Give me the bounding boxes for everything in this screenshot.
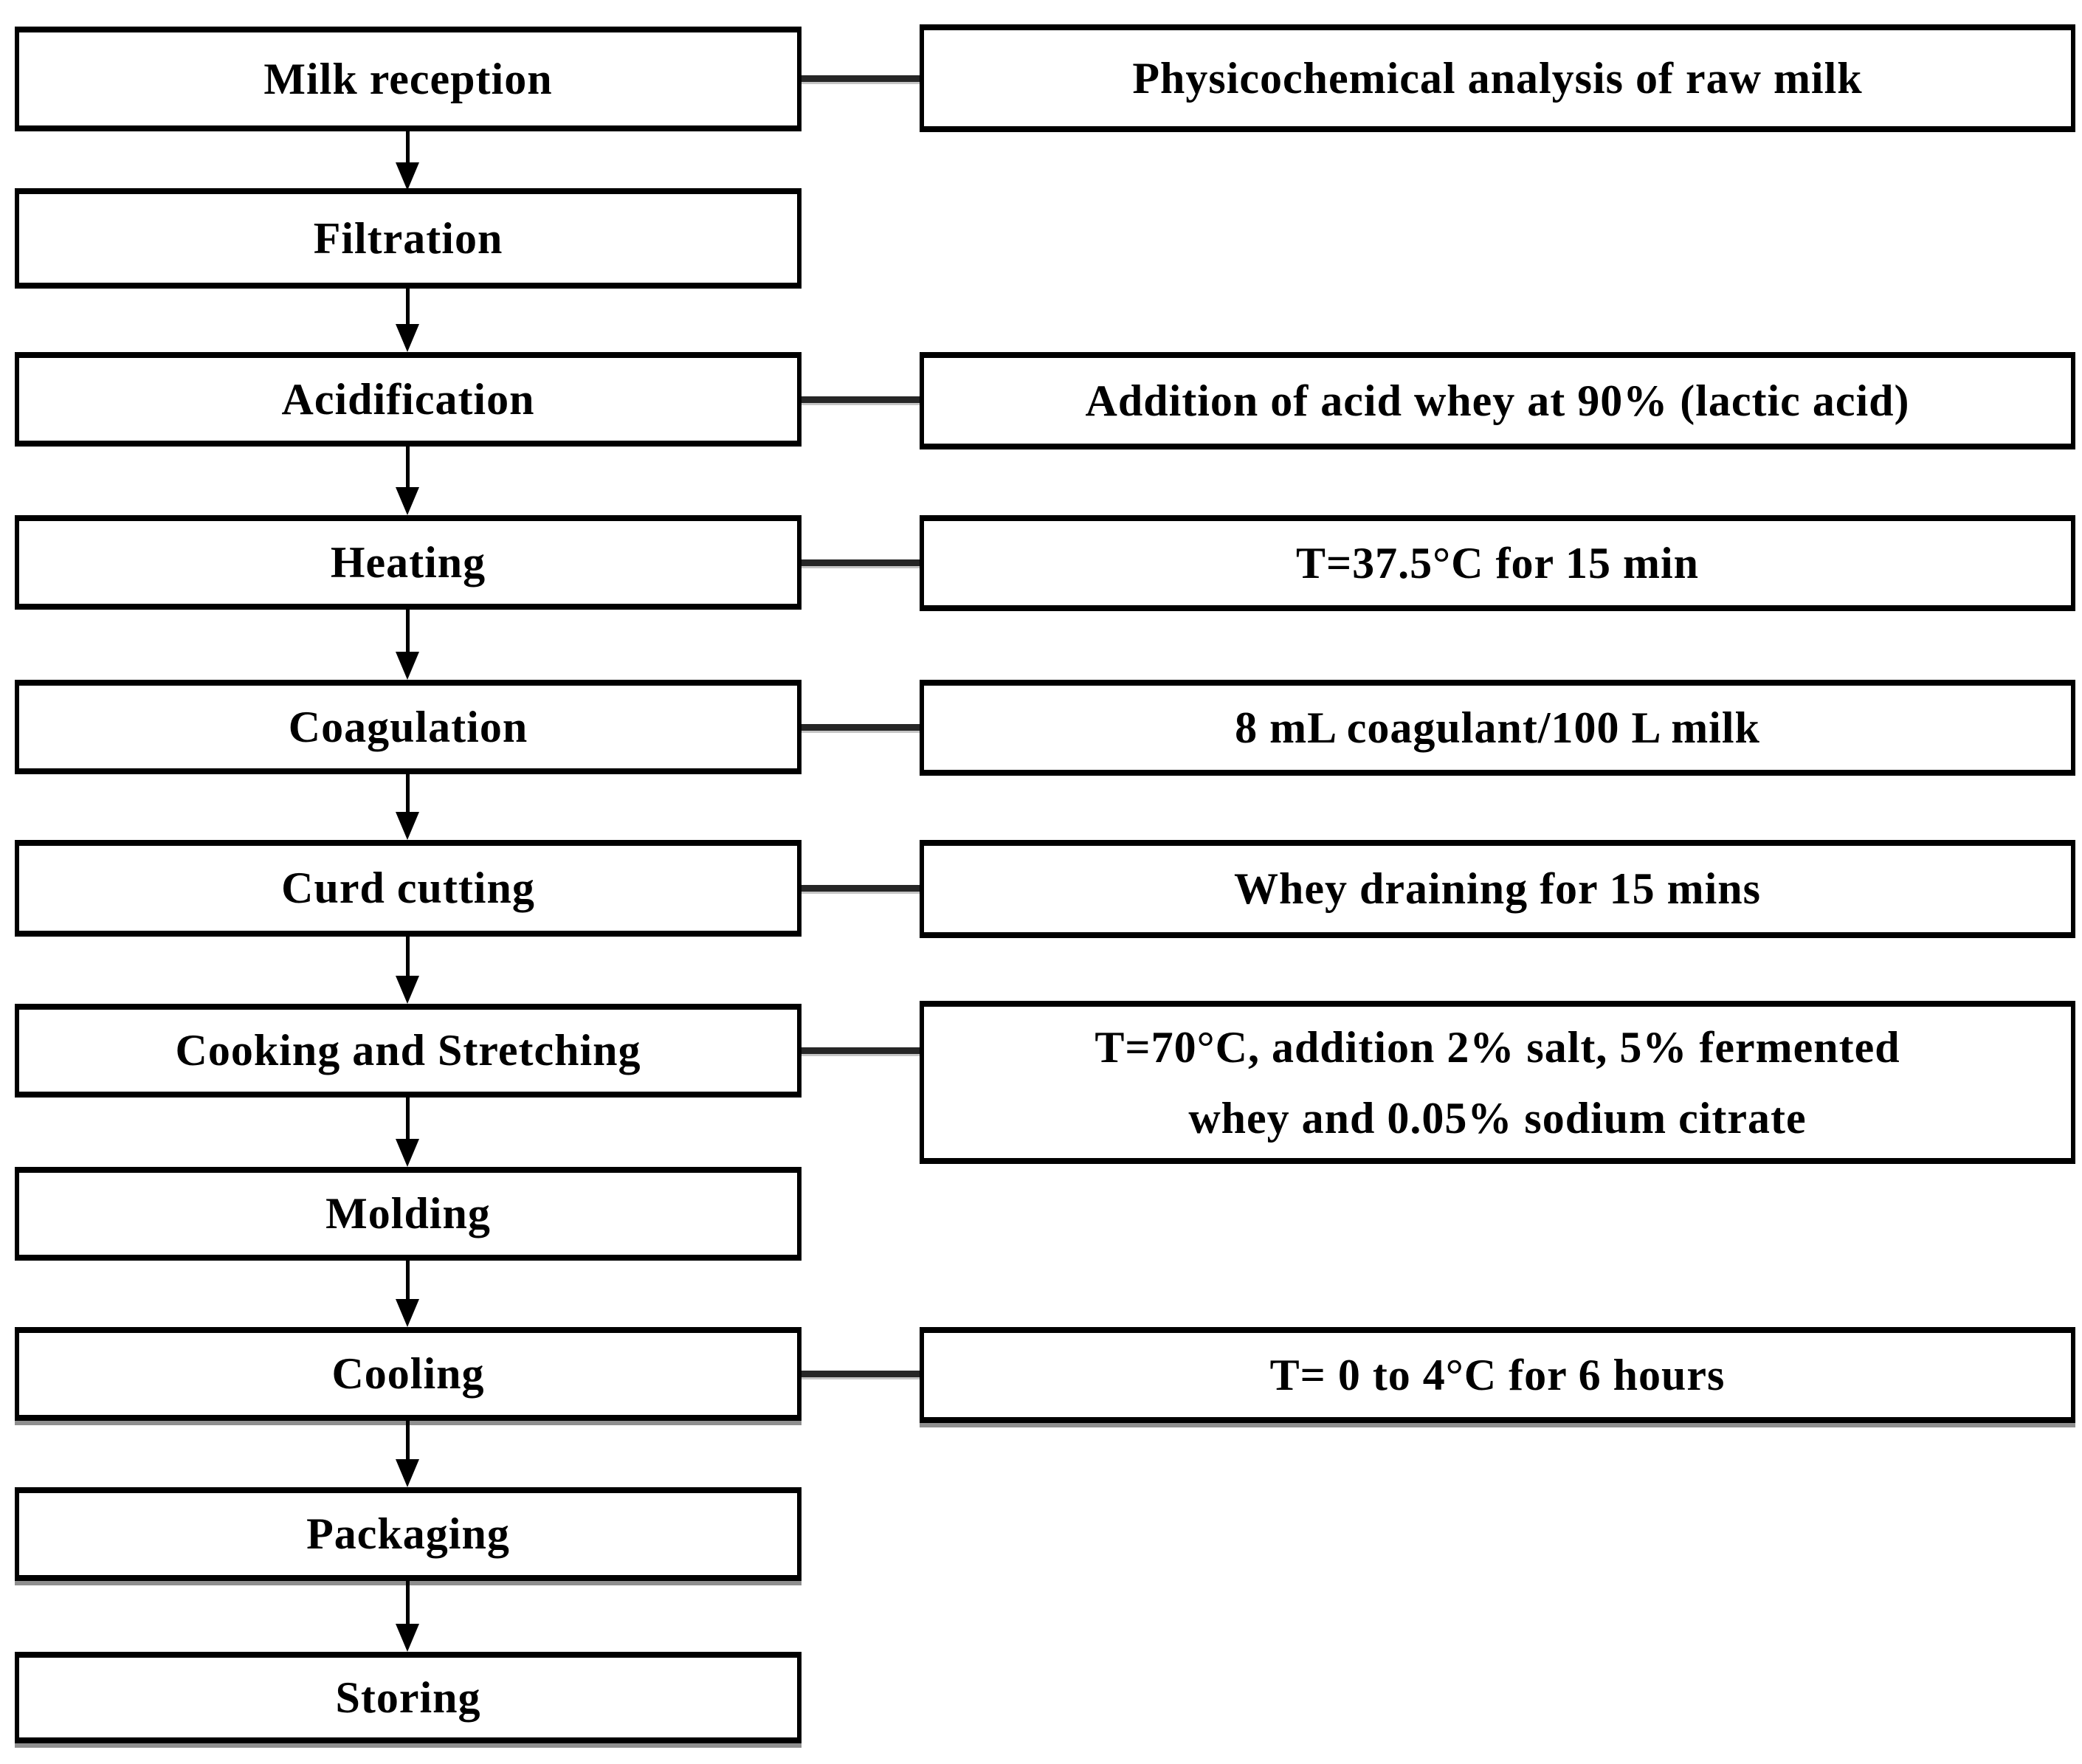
arrow-curd-cutting-to-cooking-and-stretching — [396, 937, 420, 1004]
arrow-heating-to-coagulation — [396, 610, 420, 680]
step-box-milk-reception: Milk reception — [15, 27, 802, 131]
step-box-molding: Molding — [15, 1167, 802, 1261]
annotation-text: T=70°C, addition 2% salt, 5% fermented w… — [1095, 1022, 1900, 1143]
annotation-text: T= 0 to 4°C for 6 hours — [1269, 1350, 1726, 1399]
step-box-storing: Storing — [15, 1652, 802, 1743]
annotation-box-curd-cutting: Whey draining for 15 mins — [920, 840, 2075, 938]
connector-curd-cutting — [802, 885, 920, 892]
step-label: Milk reception — [263, 54, 553, 103]
annotation-box-acidification: Addition of acid whey at 90% (lactic aci… — [920, 352, 2075, 449]
step-label: Molding — [325, 1189, 491, 1238]
step-box-packaging: Packaging — [15, 1487, 802, 1581]
annotation-text: 8 mL coagulant/100 L milk — [1235, 703, 1760, 752]
step-label: Acidification — [281, 374, 535, 424]
arrow-acidification-to-heating — [396, 447, 420, 515]
step-box-acidification: Acidification — [15, 352, 802, 447]
annotation-box-coagulation: 8 mL coagulant/100 L milk — [920, 680, 2075, 776]
annotation-text: Addition of acid whey at 90% (lactic aci… — [1085, 376, 1910, 425]
annotation-text: T=37.5°C for 15 min — [1295, 538, 1700, 588]
step-box-curd-cutting: Curd cutting — [15, 840, 802, 937]
step-label: Storing — [335, 1672, 481, 1722]
step-label: Curd cutting — [281, 864, 535, 912]
arrow-coagulation-to-curd-cutting — [396, 774, 420, 840]
arrow-packaging-to-storing — [396, 1581, 420, 1652]
arrow-milk-reception-to-filtration — [396, 131, 420, 190]
step-box-cooking-and-stretching: Cooking and Stretching — [15, 1004, 802, 1098]
annotation-box-cooling: T= 0 to 4°C for 6 hours — [920, 1327, 2075, 1423]
step-label: Coagulation — [288, 702, 528, 751]
connector-acidification — [802, 396, 920, 403]
annotation-box-milk-reception: Physicochemical analysis of raw milk — [920, 24, 2075, 132]
arrow-cooling-to-packaging — [396, 1421, 420, 1487]
connector-heating — [802, 559, 920, 566]
step-label: Cooking and Stretching — [175, 1026, 641, 1075]
step-label: Heating — [330, 537, 486, 587]
step-label: Cooling — [331, 1349, 485, 1398]
connector-cooking-and-stretching — [802, 1047, 920, 1054]
step-box-coagulation: Coagulation — [15, 680, 802, 774]
arrow-cooking-and-stretching-to-molding — [396, 1098, 420, 1167]
arrow-molding-to-cooling — [396, 1261, 420, 1327]
step-label: Filtration — [313, 213, 503, 263]
step-box-heating: Heating — [15, 515, 802, 610]
arrow-filtration-to-acidification — [396, 289, 420, 352]
annotation-text: Physicochemical analysis of raw milk — [1132, 53, 1863, 103]
step-box-filtration: Filtration — [15, 188, 802, 289]
annotation-text: Whey draining for 15 mins — [1234, 864, 1761, 913]
step-label: Packaging — [306, 1509, 510, 1558]
connector-milk-reception — [802, 75, 920, 82]
annotation-box-cooking-and-stretching: T=70°C, addition 2% salt, 5% fermented w… — [920, 1001, 2075, 1164]
annotation-box-heating: T=37.5°C for 15 min — [920, 515, 2075, 611]
connector-cooling — [802, 1371, 920, 1377]
step-box-cooling: Cooling — [15, 1327, 802, 1421]
connector-coagulation — [802, 724, 920, 731]
